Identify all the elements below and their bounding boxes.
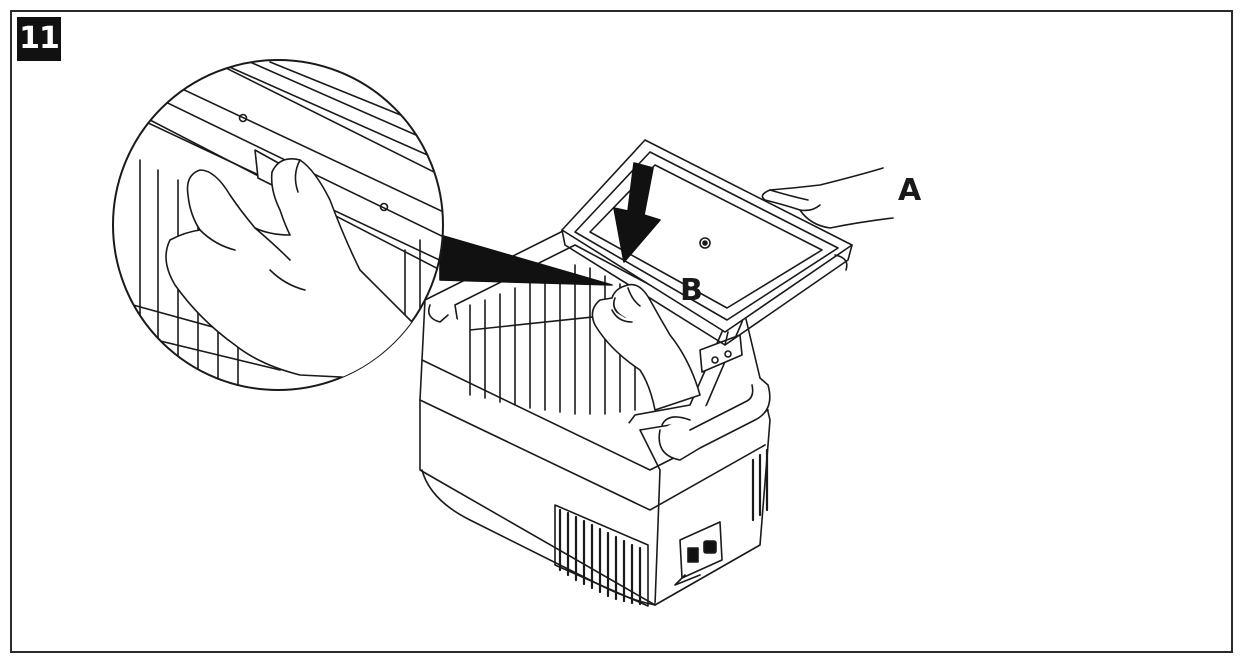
hand-a (761, 167, 894, 229)
figure-number-badge: 11 (17, 17, 61, 61)
zoom-detail (112, 59, 444, 391)
callout-b-label: B (680, 273, 703, 308)
arrow-down (613, 162, 661, 263)
callout-a-label: A (898, 173, 922, 208)
hand-b (591, 283, 701, 411)
